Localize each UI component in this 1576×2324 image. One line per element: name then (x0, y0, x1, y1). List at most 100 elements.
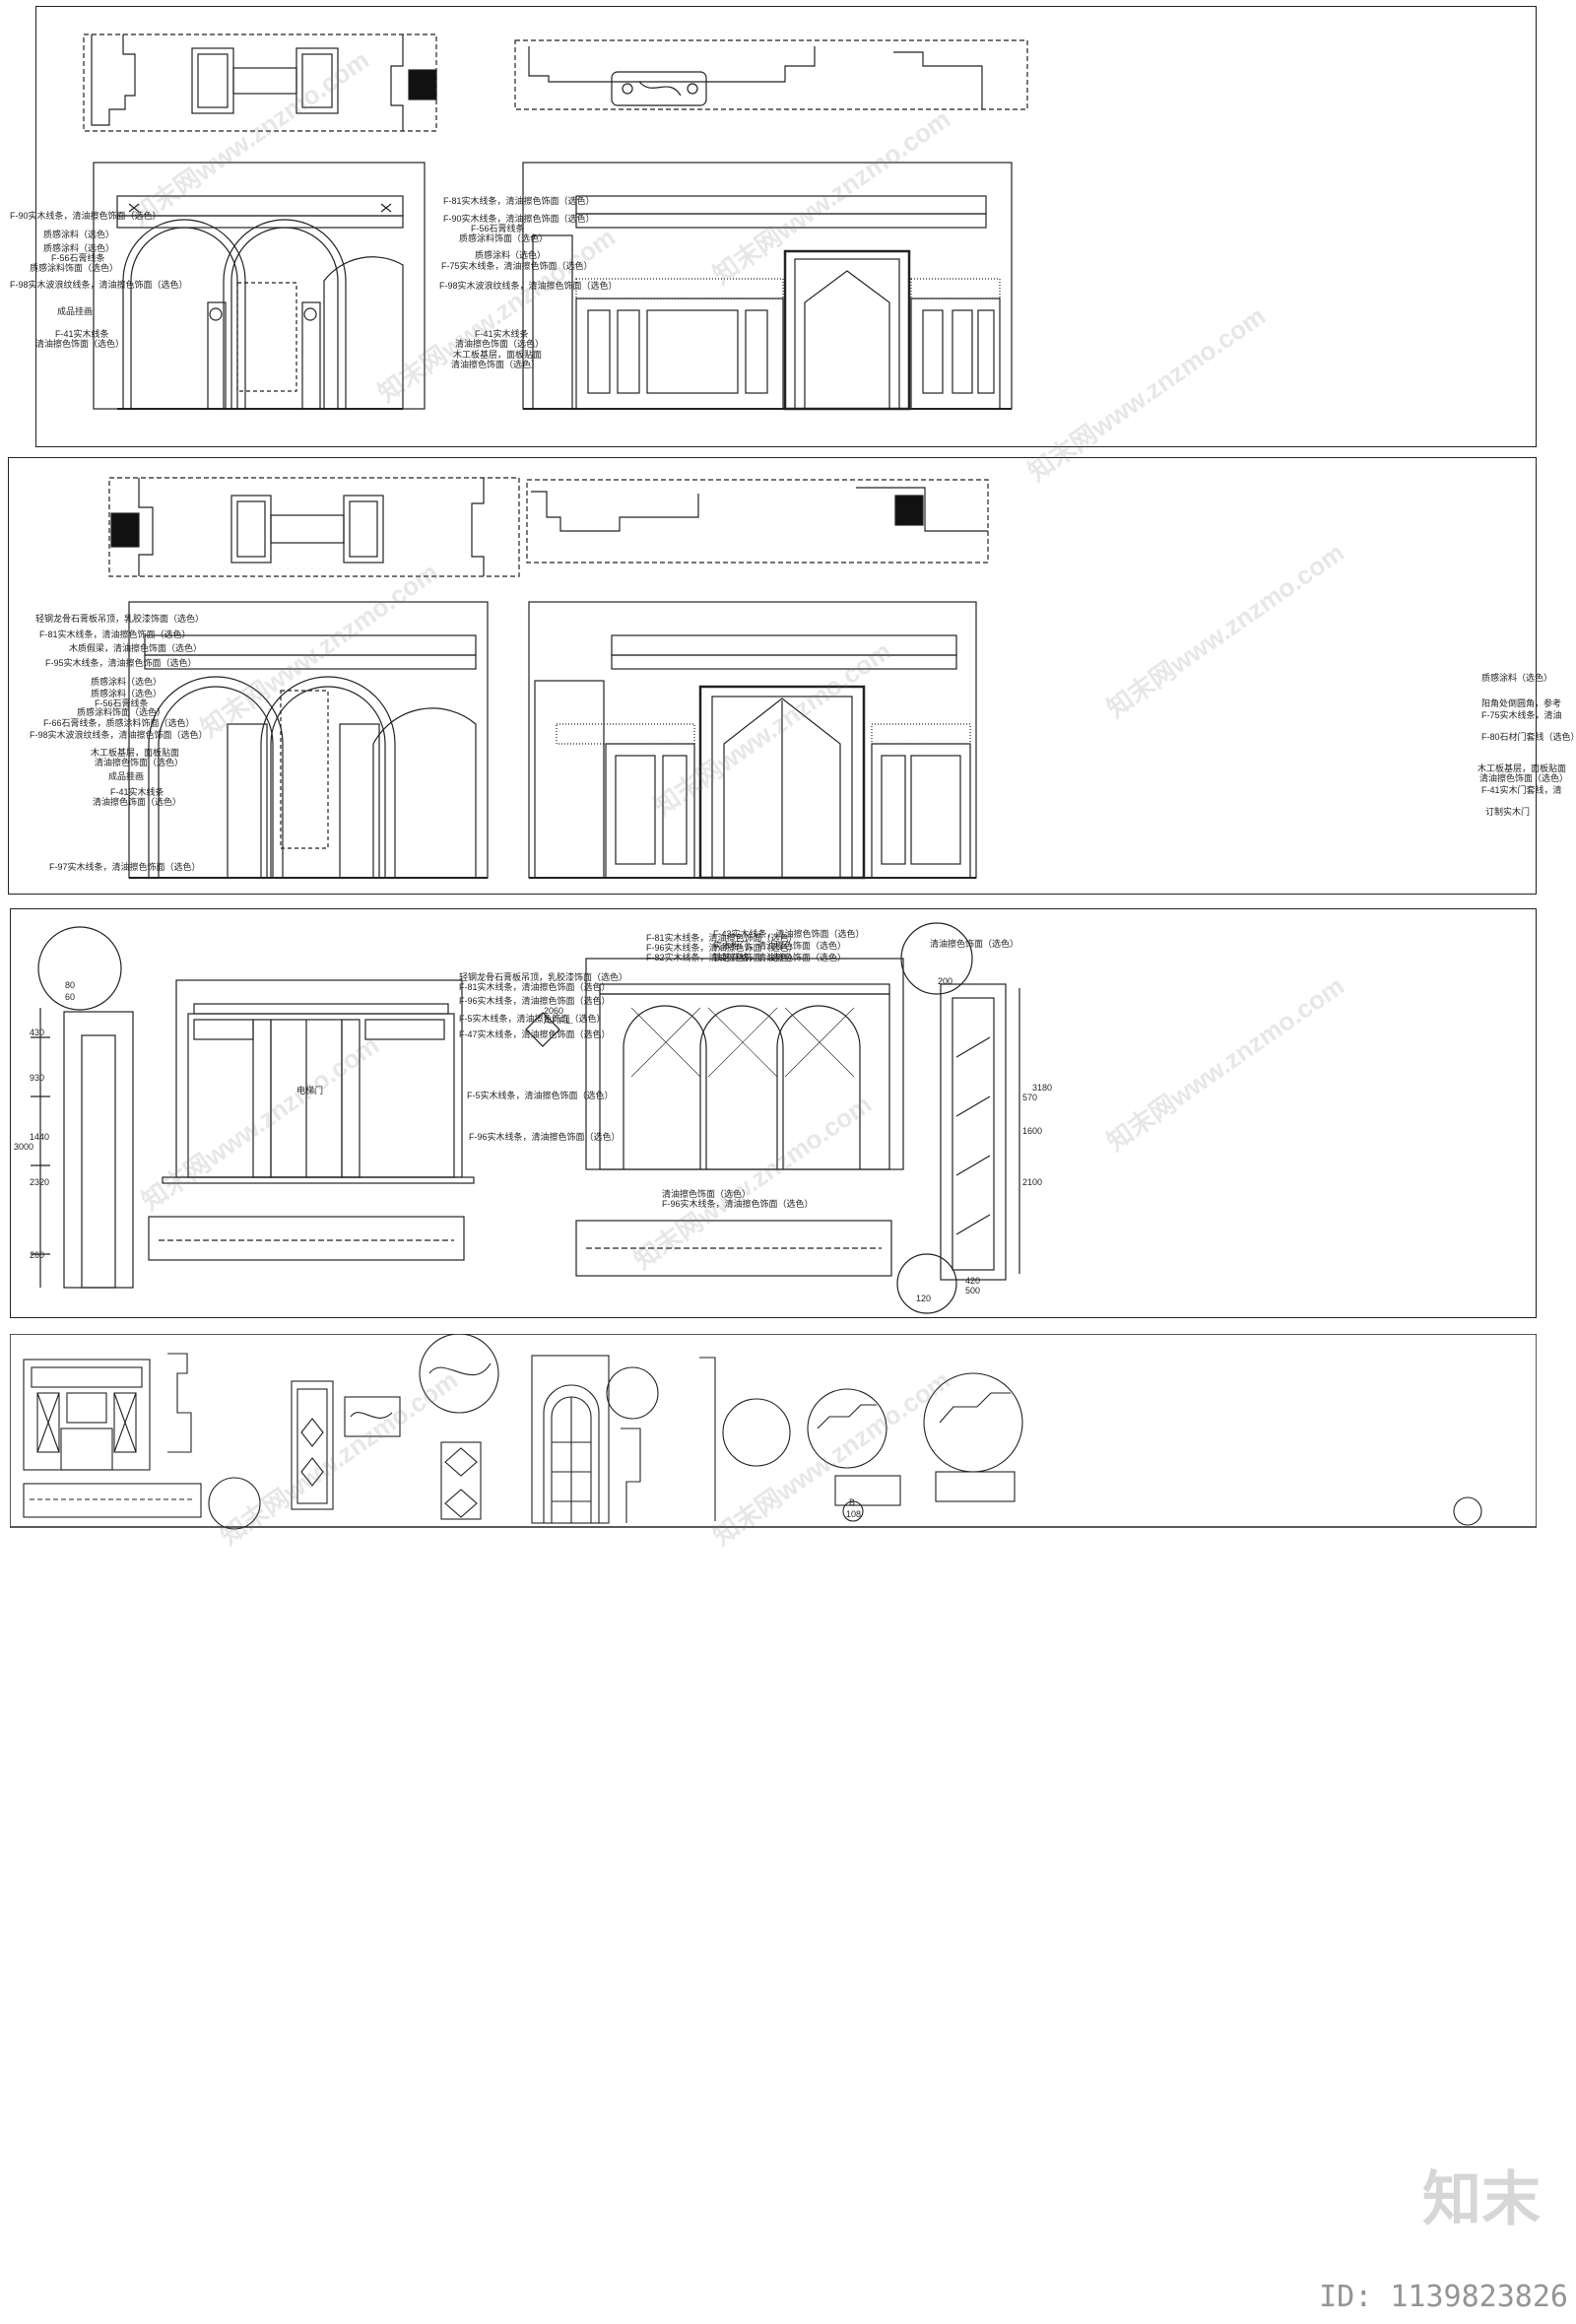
s3-arch-bottom-label-1: F-96实木线条，清油擦色饰面（选色） (662, 1199, 814, 1209)
s3-dim-right-5: 2100 (1022, 1177, 1043, 1187)
s2-label-2: 木质假梁，清油擦色饰面（选色） (69, 643, 203, 653)
s3-dim-left-3: 2320 (30, 1177, 50, 1187)
s3-mark-0: 2060 (544, 1006, 564, 1016)
s2-label-6: F-56石膏线条 (95, 698, 149, 708)
plan-right-2 (526, 479, 989, 564)
s1-label-0: F-90实木线条，清油擦色饰面（选色） (10, 211, 162, 221)
s2-label-8: F-66石膏线条，质感涂料饰面（选色） (43, 718, 195, 728)
s2-label-5: 质感涂料（选色） (91, 689, 163, 698)
s1-label-3: F-56石膏线条 (51, 253, 105, 263)
s2-r-label-2: F-75实木线条，清油 (1481, 710, 1562, 720)
arch-cabinet-elevation (575, 958, 904, 1277)
sheet-3-drawing (31, 922, 1020, 1314)
s1-r-label-9: 木工板基层，面板贴面 (453, 350, 543, 360)
s3-mark-3: 120 (916, 1294, 932, 1303)
s3-mark-1: A.F.F.L. (544, 1016, 574, 1026)
elevation-left (93, 162, 426, 410)
s3-mark-5: 60 (65, 992, 76, 1002)
drawing-sheet-1 (35, 6, 1537, 447)
s3-dim-right-1: 1600 (1022, 1126, 1043, 1136)
brand-logo-text: 知末 (1422, 2165, 1541, 2234)
profile-detail-2 (606, 1357, 791, 1523)
s1-label-8: 清油擦色饰面（选色） (35, 339, 125, 349)
s1-label-5: F-98实木波浪纹线条，清油擦色饰面（选色） (10, 280, 188, 290)
s2-label-3: F-95实木线条，清油擦色饰面（选色） (45, 658, 197, 668)
s3-mark-4: 80 (65, 980, 76, 990)
s1-label-1: 质感涂料（选色） (43, 230, 115, 239)
s1-r-label-10: 清油擦色饰面（选色） (451, 360, 541, 369)
door-panel-elevation (291, 1380, 401, 1510)
s2-r-label-5: 清油擦色饰面（选色） (1479, 773, 1569, 783)
s3-arch-label-5: 铁艺花格，清油擦色饰面（选色） (713, 953, 847, 963)
s3-arch-label-3: F-43实木线条，清油擦色饰面（选色） (713, 929, 865, 939)
round-detail-1 (419, 1333, 499, 1520)
s2-r-label-3: F-80石材门套线（选色） (1481, 732, 1576, 742)
s2-label-10: 木工板基层，面板贴面 (91, 748, 180, 758)
s2-label-7: 质感涂料饰面（选色） (77, 707, 166, 717)
s3-elev-label-1: F-81实木线条，清油擦色饰面（选色） (459, 982, 611, 992)
s2-label-4: 质感涂料（选色） (91, 677, 163, 687)
arched-window-elevation (531, 1355, 610, 1524)
s2-label-0: 轻钢龙骨石膏板吊顶，乳胶漆饰面（选色） (35, 614, 205, 624)
plan-right (514, 39, 1028, 110)
s2-label-9: F-98实木波浪纹线条，清油擦色饰面（选色） (30, 730, 208, 740)
s1-r-label-6: F-98实木波浪纹线条，清油擦色饰面（选色） (439, 281, 618, 291)
sheet-2-drawing (108, 477, 989, 880)
s1-label-4: 质感涂料饰面（选色） (30, 263, 119, 273)
fireplace-elevation (23, 1359, 202, 1518)
s3-dim-right-3: 420 (965, 1276, 981, 1286)
s1-label-6: 成品挂画 (57, 306, 94, 316)
s2-r-label-4: 木工板基层，面板贴面 (1478, 764, 1567, 773)
s2-label-12: 成品挂画 (108, 771, 145, 781)
drawing-sheet-3 (10, 908, 1537, 1318)
s3-elev-label-3: F-5实木线条，清油擦色饰面（选色） (459, 1014, 606, 1024)
s3-elev-label-2: F-96实木线条，清油擦色饰面（选色） (459, 996, 611, 1006)
s1-r-label-5: F-75实木线条，清油擦色饰面（选色） (441, 261, 593, 271)
s3-elev-label-4: F-47实木线条，清油擦色饰面（选色） (459, 1029, 611, 1039)
s3-dim-right-0: 570 (1022, 1093, 1038, 1102)
cornice-mark (525, 1012, 560, 1047)
s4-tag-b: B (849, 1497, 856, 1507)
plan-left-2 (108, 477, 520, 577)
s3-dim-left-0: 430 (30, 1028, 45, 1037)
sheet-4-drawing (9, 1333, 1538, 1530)
s3-dim-left-5: 260 (30, 1250, 45, 1260)
sheet-1-drawing (83, 33, 1028, 411)
s3-elev-label-6: F-96实木线条，清油擦色饰面（选色） (469, 1132, 621, 1142)
s3-arch-label-2: F-82实木线条，清油擦色饰面（选色） (646, 953, 798, 963)
s3-arch-bottom-label-0: 清油擦色饰面（选色） (662, 1189, 752, 1199)
s2-label-14: 清油擦色饰面（选色） (93, 797, 182, 807)
s3-door-label: 电梯门 (296, 1086, 324, 1096)
s3-elev-label-0: 轻钢龙骨石膏板吊顶，乳胶漆饰面（选色） (459, 972, 628, 982)
elevation-left-2 (128, 601, 489, 879)
s1-r-label-1: F-90实木线条，清油擦色饰面（选色） (443, 214, 595, 224)
s3-dim-right-4: 500 (965, 1286, 981, 1295)
s3-dim-left-4: 3000 (14, 1142, 34, 1152)
s3-arch-label-1: F-96实木线条，清油擦色饰面（选色） (646, 943, 798, 953)
s4-tag-108: 108 (846, 1509, 862, 1519)
s1-label-2: 质感涂料（选色） (43, 243, 115, 253)
s2-label-1: F-81实木线条，清油擦色饰面（选色） (39, 630, 191, 639)
s2-r-label-0: 质感涂料（选色） (1481, 673, 1553, 683)
elevation-right (522, 162, 1013, 411)
s3-right-detail-label: 清油擦色饰面（选色） (930, 939, 1019, 949)
section-left (31, 926, 134, 1289)
s2-label-11: 清油擦色饰面（选色） (95, 758, 184, 767)
s2-label-13: F-41实木线条 (110, 787, 164, 797)
s2-r-label-7: 订制实木门 (1485, 807, 1531, 817)
cornice-section-details (807, 1372, 1482, 1526)
s3-dim-left-2: 1440 (30, 1132, 50, 1142)
s3-arch-label-4: 实木柜门，清油擦色饰面（选色） (713, 941, 847, 951)
elevation-right-2 (528, 601, 977, 880)
image-id: ID: 1139823826 (1319, 2280, 1568, 2314)
s3-dim-right-2: 3180 (1032, 1083, 1053, 1093)
plan-left (83, 33, 437, 132)
s2-label-15: F-97实木线条，清油擦色饰面（选色） (49, 862, 201, 872)
s1-r-label-8: 清油擦色饰面（选色） (455, 339, 545, 349)
s1-r-label-7: F-41实木线条 (475, 329, 529, 339)
s3-arch-label-0: F-81实木线条，清油擦色饰面（选色） (646, 933, 798, 943)
s2-r-label-1: 阳角处倒圆角，参考 (1481, 698, 1562, 708)
s3-dim-left-1: 930 (30, 1073, 45, 1083)
profile-detail-1 (167, 1353, 261, 1530)
s1-r-label-4: 质感涂料（选色） (475, 250, 547, 260)
